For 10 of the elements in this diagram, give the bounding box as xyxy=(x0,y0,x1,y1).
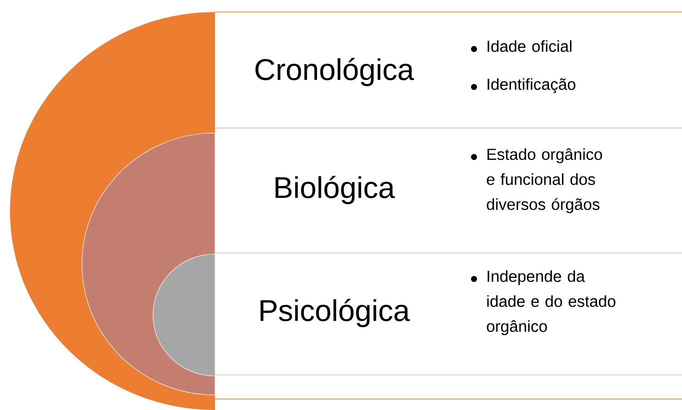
bullet-text: Idade oficial xyxy=(488,40,572,52)
bullet-text: Independe da idade e do estado orgânico xyxy=(486,270,616,336)
row-title: Psicológica xyxy=(260,298,410,328)
row-title: Cronológica xyxy=(255,58,414,86)
node-text: Cronológica Idade oficial Identificação xyxy=(255,40,576,94)
node-text: Biológica Estado orgânico e funcional dos diversos órgãos xyxy=(276,148,602,214)
bullet-text: Identificação xyxy=(488,78,576,94)
row-title: Biológica xyxy=(276,176,395,204)
bullet-text: Estado orgânico e funcional dos diversos órgãos xyxy=(486,148,602,214)
node-text: Psicológica Independe da idade e do estado orgânico xyxy=(260,270,616,336)
